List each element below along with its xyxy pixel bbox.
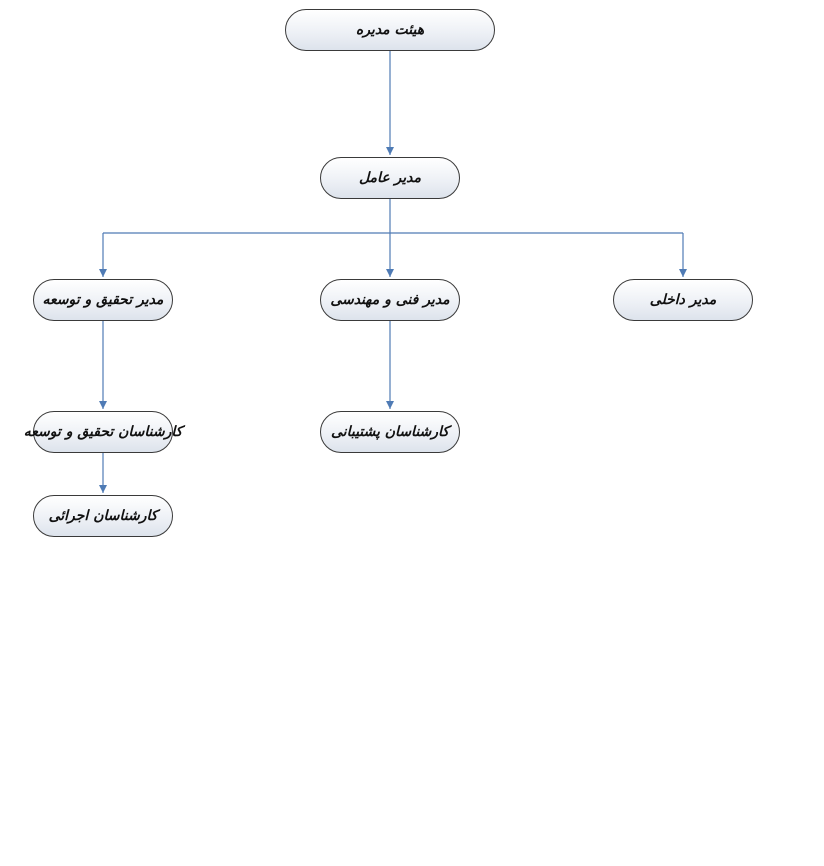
node-rnd-manager[interactable]: مدیر تحقیق و توسعه: [33, 279, 173, 321]
node-label: مدیر فنی و مهندسی: [330, 292, 450, 308]
node-label: کارشناسان اجرائی: [48, 508, 158, 524]
node-ceo[interactable]: مدیر عامل: [320, 157, 460, 199]
node-internal-manager[interactable]: مدیر داخلی: [613, 279, 753, 321]
node-rnd-experts[interactable]: کارشناسان تحقیق و توسعه: [24, 411, 182, 453]
node-label: مدیر عامل: [358, 170, 422, 186]
node-label: کارشناسان تحقیق و توسعه: [23, 424, 183, 440]
node-label: مدیر تحقیق و توسعه: [42, 292, 164, 308]
node-label: هیئت مدیره: [355, 22, 425, 38]
node-board-of-directors[interactable]: هیئت مدیره: [285, 9, 495, 51]
node-label: مدیر داخلی: [649, 292, 717, 308]
node-technical-engineering-manager[interactable]: مدیر فنی و مهندسی: [320, 279, 460, 321]
node-support-experts[interactable]: کارشناسان پشتیبانی: [320, 411, 460, 453]
node-label: کارشناسان پشتیبانی: [331, 424, 449, 440]
node-executive-experts[interactable]: کارشناسان اجرائی: [33, 495, 173, 537]
